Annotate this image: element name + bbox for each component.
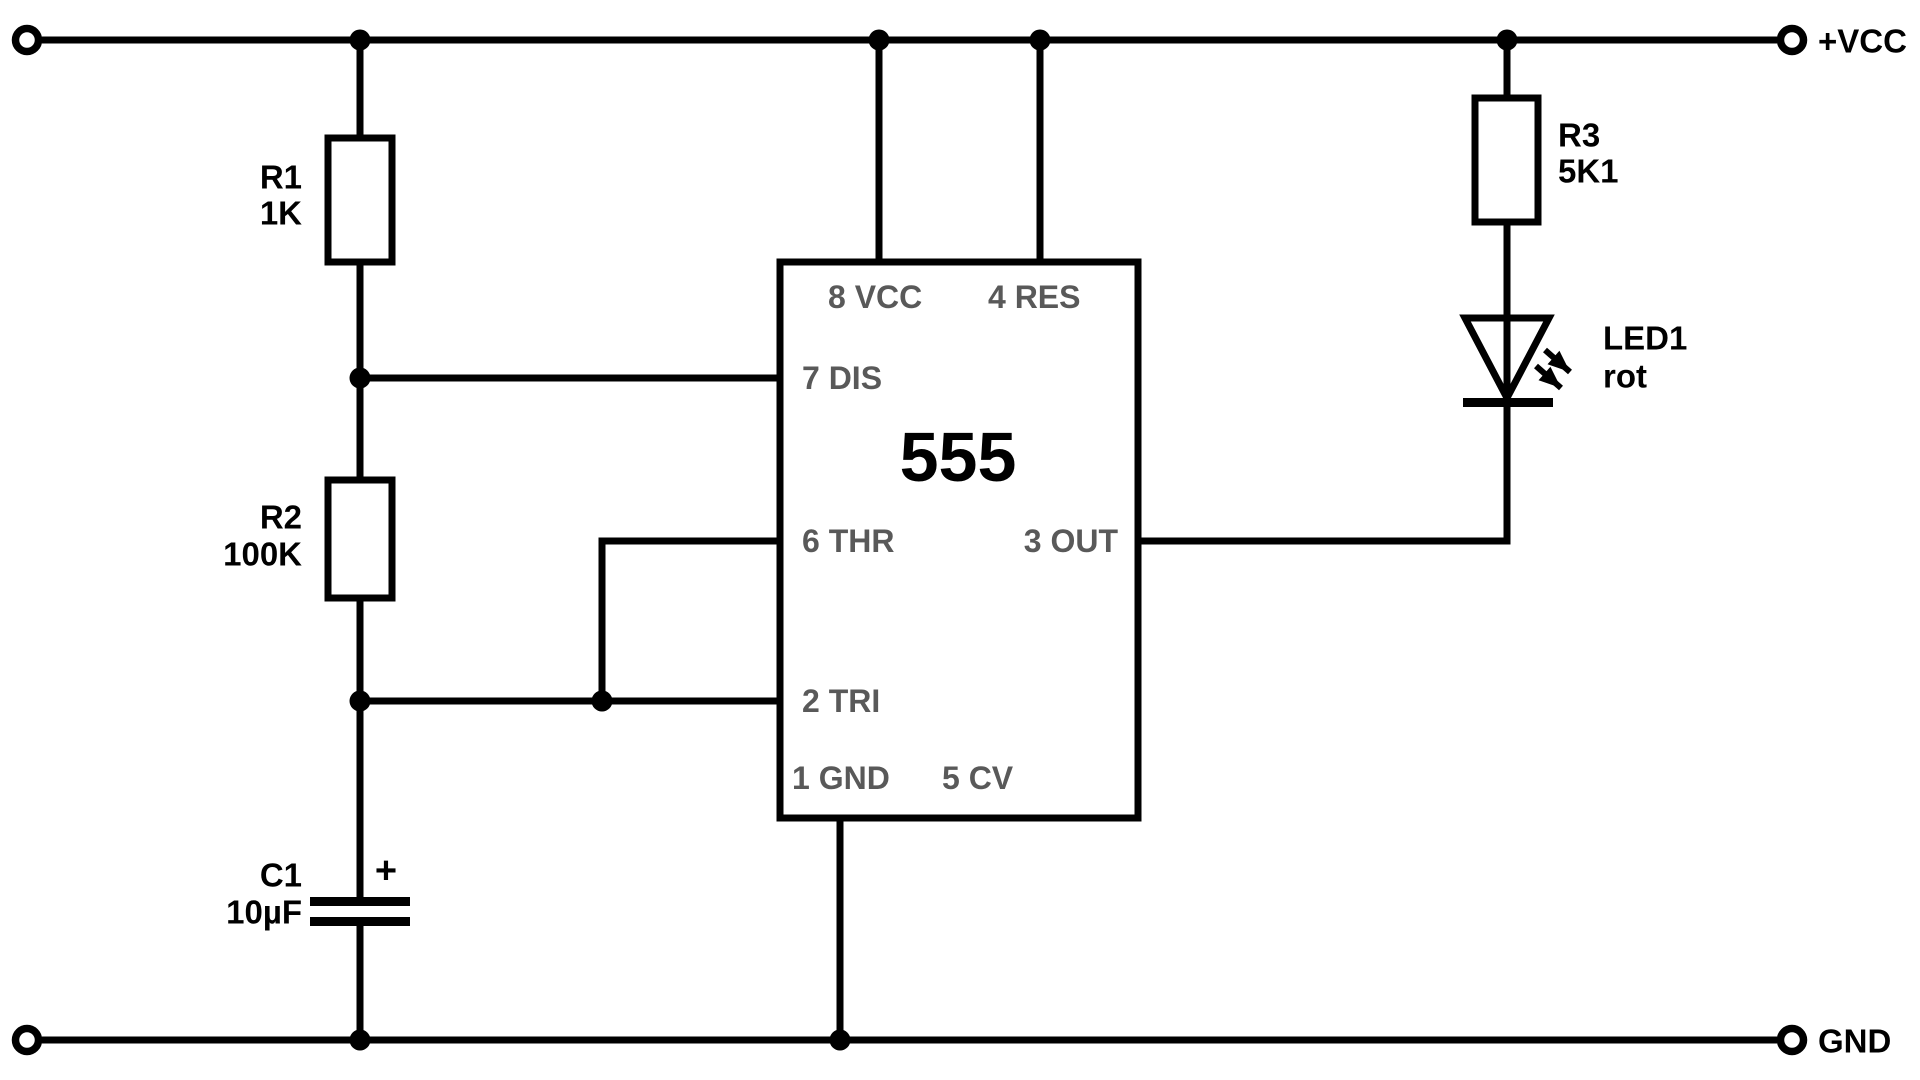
- wire-out-to-led: [1138, 404, 1511, 545]
- junction-dot: [868, 29, 890, 51]
- pin-label-2-tri: 2 TRI: [802, 683, 880, 719]
- capacitor-c1-bottom-plate: [310, 917, 410, 926]
- pin-label-1-gnd: 1 GND: [792, 760, 890, 796]
- led1-triangle: [1459, 314, 1555, 406]
- junction-dot: [829, 1029, 851, 1051]
- resistor-r1-body: [324, 134, 396, 266]
- wire-thr-branch: [598, 537, 780, 701]
- led1-emission-arrow-lower: [1534, 363, 1563, 391]
- pin-label-7-dis: 7 DIS: [802, 360, 882, 396]
- label-c1-ref: C1: [260, 857, 302, 894]
- label-r1-ref: R1: [260, 159, 302, 196]
- label-led1-value: rot: [1603, 358, 1647, 395]
- junction-dot: [349, 367, 371, 389]
- pin-label-8-vcc: 8 VCC: [828, 279, 922, 315]
- junction-dot: [1496, 29, 1518, 51]
- pin-label-5-cv: 5 CV: [942, 760, 1014, 796]
- gnd-rail-label: GND: [1818, 1023, 1891, 1060]
- led1-cathode-bar: [1463, 398, 1553, 407]
- ic-555-title: 555: [900, 418, 1017, 496]
- label-c1-value: 10µF: [226, 894, 302, 931]
- capacitor-c1-top-plate: [310, 897, 410, 906]
- label-r2-ref: R2: [260, 499, 302, 536]
- capacitor-c1-plus-sign: +: [375, 850, 397, 892]
- label-r1-value: 1K: [260, 195, 302, 232]
- led1-emission-arrow-upper: [1543, 347, 1572, 375]
- label-r2-value: 100K: [223, 536, 302, 573]
- junction-dot: [591, 690, 613, 712]
- gnd-left-terminal: [11, 1024, 43, 1056]
- resistor-r3-body: [1471, 94, 1542, 226]
- junction-dot: [1029, 29, 1051, 51]
- pin-label-6-thr: 6 THR: [802, 523, 894, 559]
- vcc-rail-label: +VCC: [1818, 23, 1907, 60]
- pin-label-4-res: 4 RES: [988, 279, 1080, 315]
- label-r3-ref: R3: [1558, 117, 1600, 154]
- junction-dot: [349, 29, 371, 51]
- vcc-left-terminal: [11, 24, 43, 56]
- junction-dot: [349, 1029, 371, 1051]
- pin-label-3-out: 3 OUT: [1024, 523, 1119, 559]
- resistor-r2-body: [324, 476, 396, 602]
- junction-dot: [349, 690, 371, 712]
- gnd-right-terminal: [1776, 1024, 1808, 1056]
- vcc-right-terminal: [1776, 24, 1808, 56]
- label-r3-ref-led1-ref: LED1: [1603, 320, 1687, 357]
- label-r3-value: 5K1: [1558, 153, 1619, 190]
